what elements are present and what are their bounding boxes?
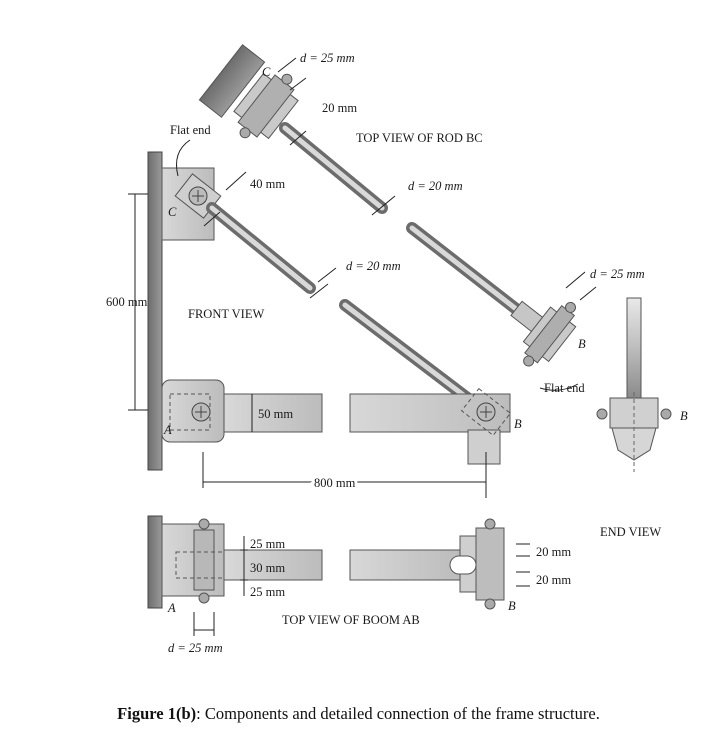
label-20mm-a: 20 mm — [536, 545, 571, 559]
label-c-top: C — [262, 65, 271, 79]
figure-caption: Figure 1(b): Components and detailed con… — [0, 704, 717, 724]
label-d20-rod-top: d = 20 mm — [408, 179, 463, 193]
label-30mm: 30 mm — [250, 561, 285, 575]
wall-boom — [147, 515, 163, 609]
label-b-end: B — [680, 409, 688, 423]
top-view-boom-ab — [147, 515, 530, 636]
label-20mm-top: 20 mm — [322, 101, 357, 115]
clevis-a-boom — [161, 523, 225, 597]
label-a-front: A — [163, 423, 172, 437]
caption-figure-number: Figure 1(b) — [117, 704, 197, 723]
label-d25-top: d = 25 mm — [300, 51, 355, 65]
label-d25-right: d = 25 mm — [590, 267, 645, 281]
top-view-rod-bc — [198, 44, 597, 367]
label-40mm: 40 mm — [250, 177, 285, 191]
label-top-view-rod-bc: TOP VIEW OF ROD BC — [356, 131, 483, 145]
label-top-view-boom-ab: TOP VIEW OF BOOM AB — [282, 613, 420, 627]
clevis-b-top — [510, 300, 577, 367]
label-a-boom: A — [167, 601, 176, 615]
label-25mm-a: 25 mm — [250, 537, 285, 551]
label-front-view: FRONT VIEW — [188, 307, 264, 321]
rod-end-view — [626, 297, 642, 399]
wall-block-top — [198, 44, 266, 118]
label-20mm-b: 20 mm — [536, 573, 571, 587]
label-b-front: B — [514, 417, 522, 431]
label-50mm: 50 mm — [258, 407, 293, 421]
label-25mm-b: 25 mm — [250, 585, 285, 599]
front-view — [128, 139, 579, 498]
label-end-view: END VIEW — [600, 525, 661, 539]
boom-ab-front-segment-1 — [223, 393, 323, 433]
label-d25-bottom: d = 25 mm — [168, 641, 223, 655]
label-b-rod-end: B — [578, 337, 586, 351]
label-800mm: 800 mm — [314, 476, 356, 490]
label-600mm: 600 mm — [106, 295, 148, 309]
boom-ab-top-segment-1 — [223, 549, 323, 581]
label-c-front: C — [168, 205, 177, 219]
wall-front — [147, 151, 163, 471]
end-view — [596, 297, 672, 472]
caption-text: : Components and detailed connection of … — [196, 704, 600, 723]
label-d20-rod-front: d = 20 mm — [346, 259, 401, 273]
label-flat-end-top: Flat end — [170, 123, 211, 137]
clevis-b-boom — [475, 527, 505, 601]
clevis-c-top — [233, 72, 299, 140]
label-flat-end-right: Flat end — [544, 381, 585, 395]
boom-ab-top-segment-2 — [349, 549, 461, 581]
label-b-boom: B — [508, 599, 516, 613]
